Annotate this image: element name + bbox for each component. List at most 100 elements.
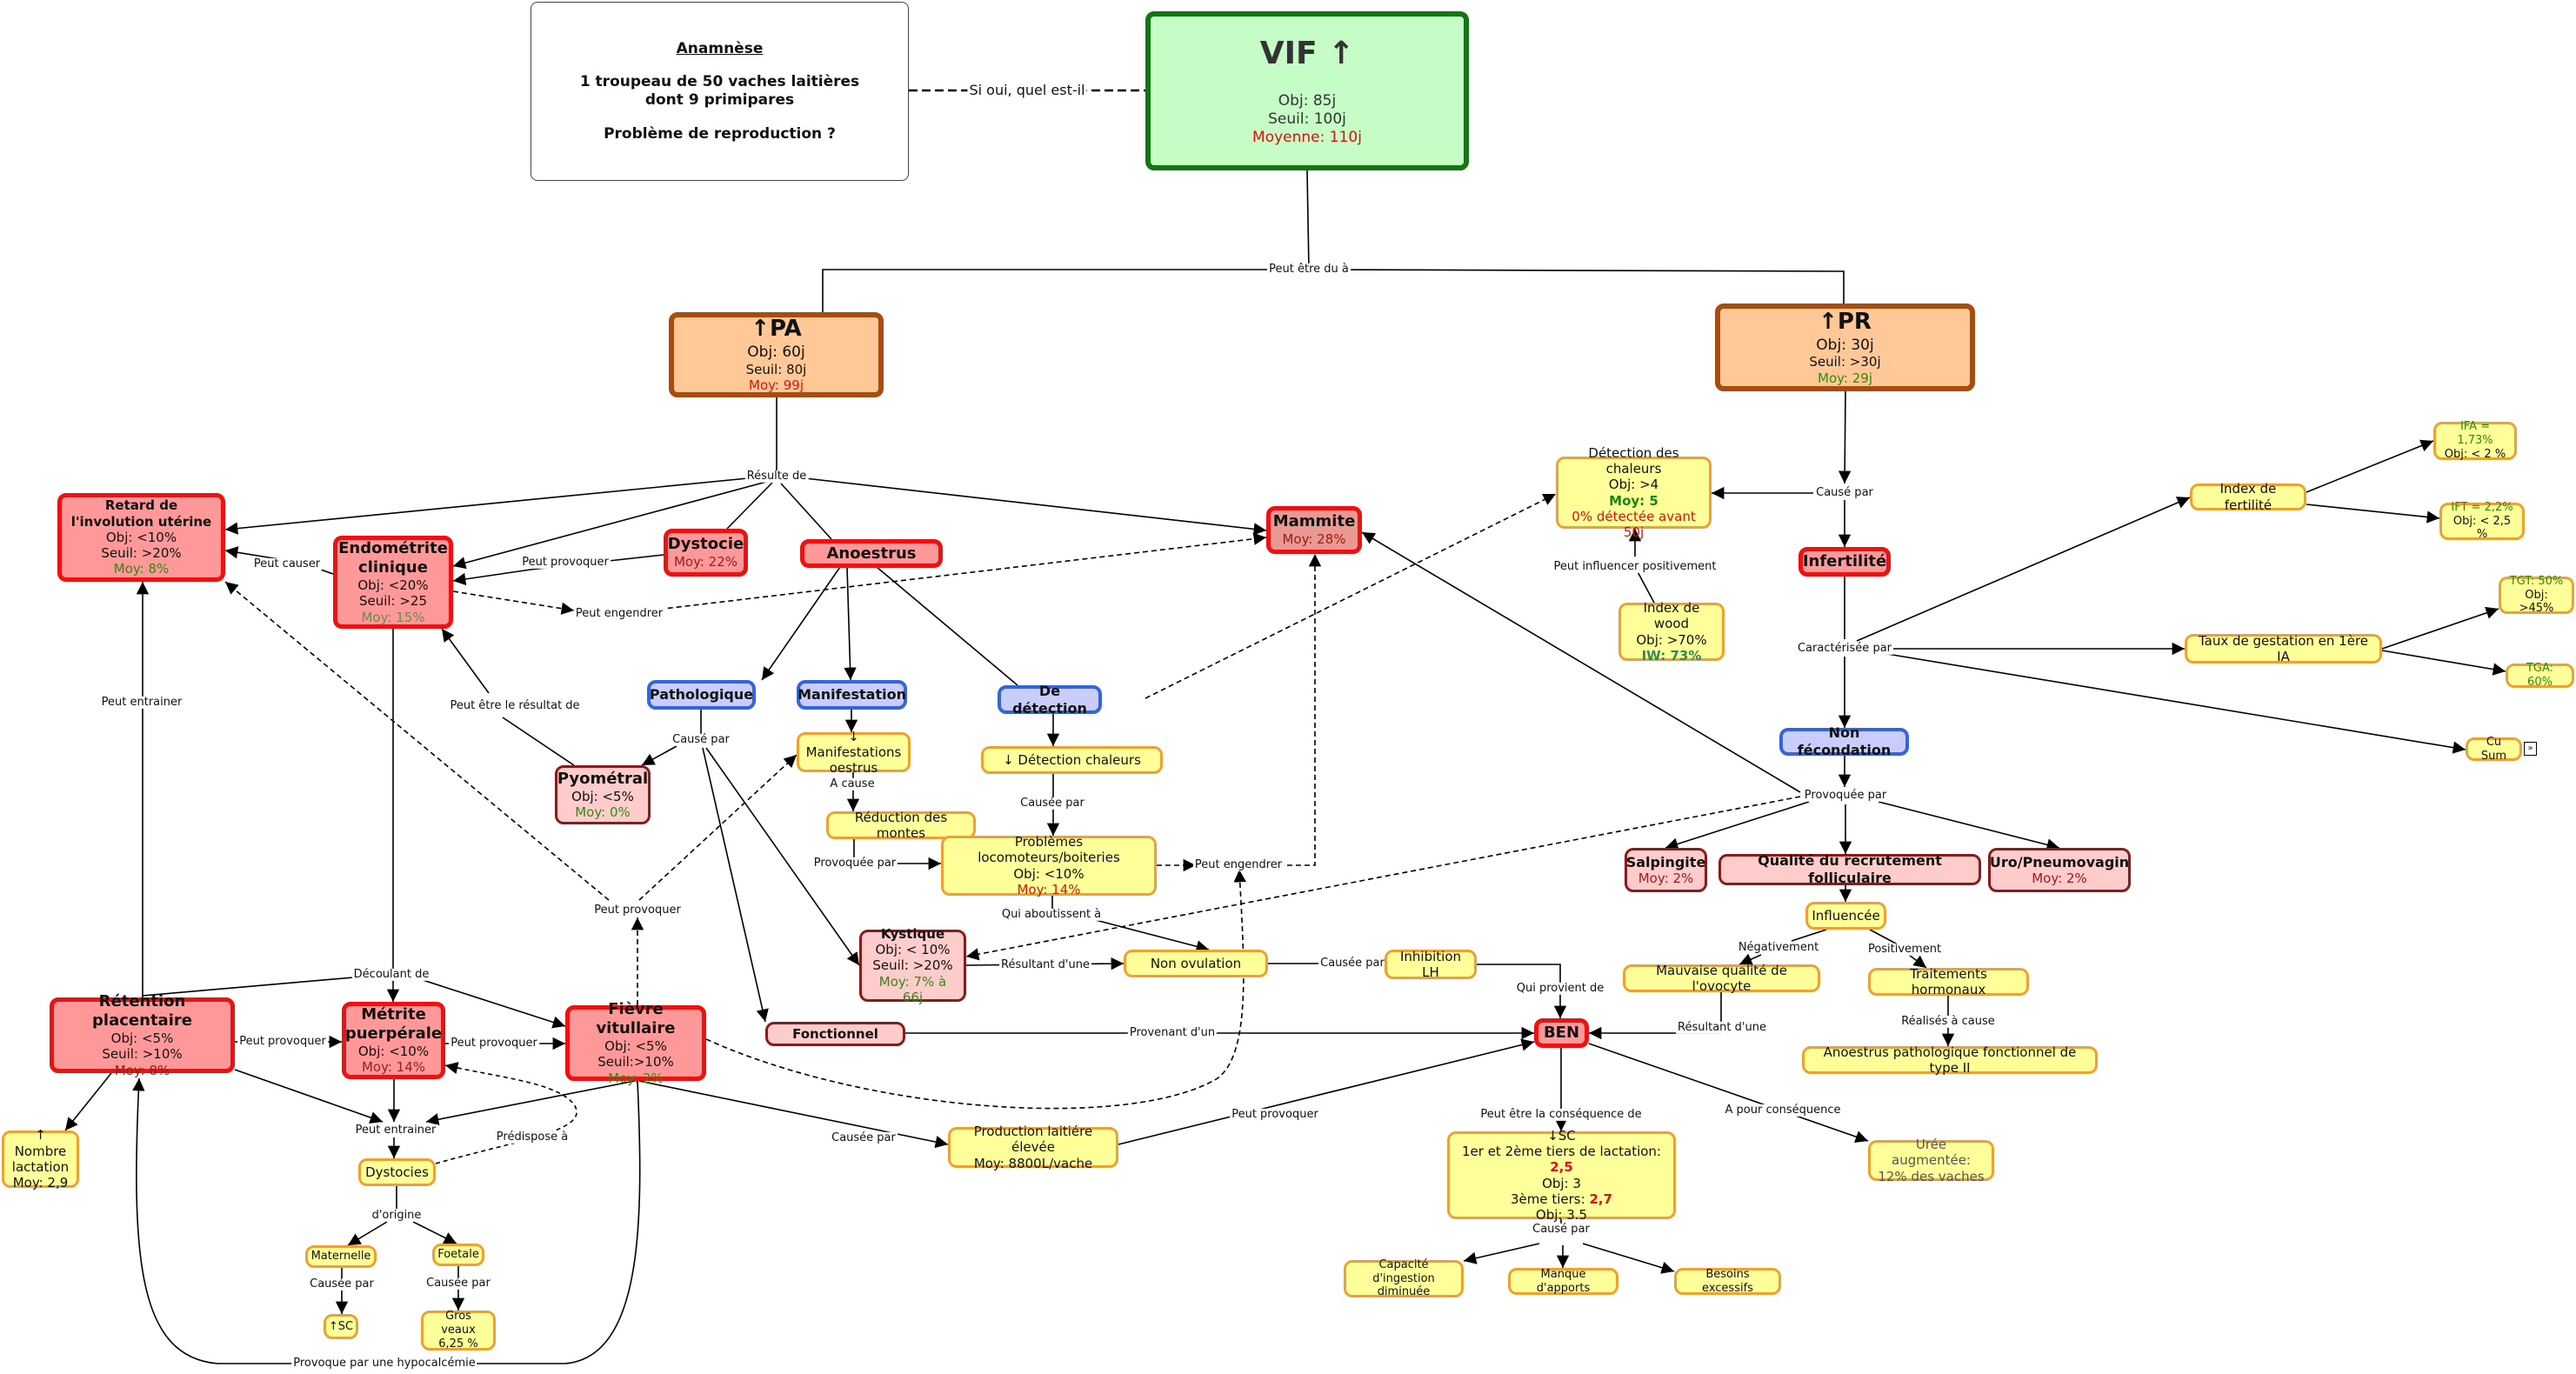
node-uree[interactable]: Urée augmentée: 12% des vaches <box>1868 1137 1994 1184</box>
node-salpingite[interactable]: Salpingite Moy: 2% <box>1625 848 1707 892</box>
node-seuil: Seuil: >20% <box>101 545 182 562</box>
expand-icon[interactable]: » <box>2524 742 2537 756</box>
node-mauvaise-qualite[interactable]: Mauvaise qualité de l'ovocyte <box>1623 963 1820 994</box>
pa-box[interactable]: ↑PA Obj: 60j Seuil: 80j Moy: 99j <box>669 312 884 397</box>
node-detection-chaleurs[interactable]: Détection des chaleurs Obj: >4 Moy: 5 0%… <box>1556 445 1712 540</box>
node-dystocies[interactable]: Dystocies <box>358 1158 436 1186</box>
edge-label: Causé par <box>1814 485 1875 500</box>
node-obj: Obj: <10% <box>105 529 177 545</box>
node-foetale[interactable]: Foetale <box>432 1244 484 1266</box>
node-ben[interactable]: BEN <box>1534 1018 1589 1048</box>
pr-seuil: Seuil: >30j <box>1809 354 1881 370</box>
node-fonctionnel[interactable]: Fonctionnel <box>765 1022 905 1046</box>
node-de-detection[interactable]: De détection <box>998 683 1102 717</box>
edge-detect-detchaleurs <box>1145 493 1557 699</box>
node-seuil: Seuil:>10% <box>597 1054 674 1071</box>
node-fievre-vitullaire[interactable]: Fièvre vitullaire Obj: <5% Seuil:>10% Mo… <box>565 1000 706 1086</box>
node-qualite-recrutement[interactable]: Qualité du recrutement folliculaire <box>1718 852 1981 886</box>
edge-provoquee-kys <box>965 796 1801 961</box>
node-anoestrus[interactable]: Anoestrus <box>800 539 943 568</box>
edge-infl-neg <box>1791 929 1827 942</box>
node-obj: Obj: >4 <box>1608 477 1659 493</box>
node-moy: Moy: 2% <box>1638 870 1694 887</box>
node-ifa[interactable]: IFA = 1,73% Obj: < 2 % <box>2433 420 2517 461</box>
node-taux-gestation[interactable]: Taux de gestation en 1ère IA <box>2185 633 2382 664</box>
node-cusum[interactable]: Cu Sum <box>2466 735 2522 763</box>
edge-causepar-besoins <box>1582 1243 1675 1274</box>
node-title: Salpingite <box>1625 853 1706 870</box>
node-anoestrus-type2[interactable]: Anoestrus pathologique fonctionnel de ty… <box>1802 1044 2098 1076</box>
node-seuil: Seuil: >20% <box>872 957 953 974</box>
node-kystique[interactable]: Kystique Obj: < 10% Seuil: >20% Moy: 7% … <box>859 926 966 1005</box>
node-tga[interactable]: TGA: 60% <box>2506 662 2574 689</box>
edge-loco-nonov <box>1051 896 1210 953</box>
node-nombre-lactation[interactable]: ↑ Nombre lactation Moy: 2,9 <box>2 1127 79 1191</box>
node-seuil: Seuil: >10% <box>102 1046 183 1063</box>
edge-label: Peut causer <box>251 557 323 571</box>
edge-ben-uree <box>1588 1043 1869 1144</box>
node-title: Cu Sum <box>2480 735 2507 763</box>
node-index-wood[interactable]: Index de wood Obj: >70% IW: 73% <box>1618 600 1725 664</box>
node-ift[interactable]: IFT = 2,2% Obj: < 2,5 % <box>2439 501 2525 541</box>
node-traitements-hormonaux[interactable]: Traitements hormonaux <box>1868 966 2029 997</box>
node-uro-pneumovagin[interactable]: Uro/Pneumovagin Moy: 2% <box>1988 848 2131 892</box>
node-manque-apports[interactable]: Manque d'apports <box>1508 1268 1618 1295</box>
node-title: Dystocies <box>365 1164 429 1180</box>
node-reduction-montes[interactable]: Réduction des montes <box>826 810 976 841</box>
node-metrite-puerperale[interactable]: Métrite puerpérale Obj: <10% Moy: 14% <box>342 1002 445 1079</box>
vif-seuil: Seuil: 100j <box>1268 110 1346 129</box>
edge-label: Causé par <box>671 732 731 747</box>
vif-box[interactable]: VIF ↑ Obj: 85j Seuil: 100j Moyenne: 110j <box>1145 11 1469 170</box>
node-endometrite[interactable]: Endométrite clinique Obj: <20% Seuil: >2… <box>333 536 453 629</box>
node-index-fertilite[interactable]: Index de fertilité <box>2190 481 2306 513</box>
node-besoins-excessifs[interactable]: Besoins excessifs <box>1674 1268 1781 1295</box>
edge-resulte-retard <box>224 476 766 535</box>
node-retard-involution[interactable]: Retard de l'involution utérine Obj: <10%… <box>57 493 225 582</box>
node-gros-veaux[interactable]: Gros veaux 6,25 % <box>421 1310 496 1351</box>
vif-title: VIF ↑ <box>1259 36 1355 72</box>
edge-origine-foe <box>412 1221 457 1244</box>
node-title: Index de fertilité <box>2219 481 2277 513</box>
node-pyometral[interactable]: Pyométral Obj: <5% Moy: 0% <box>555 765 651 824</box>
node-retention-placentaire[interactable]: Rétention placentaire Obj: <5% Seuil: >1… <box>50 992 235 1078</box>
node-inhibition-lh[interactable]: Inhibition LH <box>1385 949 1477 980</box>
node-infertilite[interactable]: Infertilité <box>1799 547 1891 577</box>
node-pathologique[interactable]: Pathologique <box>647 680 756 710</box>
edge-resulte-anoestrus <box>780 483 832 540</box>
edge-label: Peut être la conséquence de <box>1478 1107 1644 1122</box>
edge-label: Qui provient de <box>1514 981 1606 996</box>
node-mammite[interactable]: Mammite Moy: 28% <box>1266 506 1362 554</box>
anamnese-question: Problème de reproduction ? <box>604 124 836 143</box>
edge-label: A pour conséquence <box>1723 1103 1843 1117</box>
node-obj: Obj: <5% <box>110 1030 174 1047</box>
node-non-ovulation[interactable]: Non ovulation <box>1124 950 1268 977</box>
node-maternelle[interactable]: Maternelle <box>305 1245 377 1268</box>
edge-dys-predispose <box>435 1062 577 1164</box>
node-sc-up[interactable]: ↑SC <box>324 1314 358 1339</box>
node-production-laitiere[interactable]: Production laitiére élevée Moy: 8800L/va… <box>948 1124 1118 1171</box>
edge-label: Peut engendrer <box>573 606 665 621</box>
pr-box[interactable]: ↑PR Obj: 30j Seuil: >30j Moy: 29j <box>1715 303 1975 391</box>
node-influencee[interactable]: Influencée <box>1805 902 1886 930</box>
node-title: Foetale <box>437 1248 479 1262</box>
edge-label: Causée par <box>1018 796 1086 810</box>
anamnese-box[interactable]: Anamnèse 1 troupeau de 50 vaches laitièr… <box>531 2 909 181</box>
node-moy: Moy: 8800L/vache <box>973 1155 1093 1171</box>
node-moy: Moy: 0% <box>575 804 631 820</box>
edge-anoestrus-manif <box>844 566 857 681</box>
node-tgt[interactable]: TGT: 50% Obj: >45% <box>2499 575 2574 615</box>
edge-indexfert-ifa <box>2306 439 2434 493</box>
edge-label: Causé par <box>1531 1222 1592 1237</box>
node-dystocie[interactable]: Dystocie Moy: 22% <box>664 529 748 577</box>
anamnese-line1: 1 troupeau de 50 vaches laitières <box>579 73 860 91</box>
node-manifestation[interactable]: Manifestation <box>797 680 907 710</box>
node-capacite-ingestion[interactable]: Capacité d'ingestion diminuée <box>1344 1258 1464 1298</box>
node-manif-oestrus[interactable]: ↓ Manifestations oestrus <box>797 729 911 776</box>
node-problemes-loco[interactable]: Problèmes locomoteurs/boiteries Obj: <10… <box>941 833 1157 897</box>
node-sc-down[interactable]: ↓SC 1er et 2ème tiers de lactation: 2,5 … <box>1447 1128 1676 1223</box>
edge-taux-tga <box>2381 650 2506 676</box>
node-title: ↓ Détection chaleurs <box>1003 751 1141 768</box>
node-non-fecondation[interactable]: Non fécondation <box>1779 724 1909 758</box>
node-detection-down[interactable]: ↓ Détection chaleurs <box>981 746 1163 774</box>
node-title: Problèmes locomoteurs/boiteries <box>978 833 1120 866</box>
